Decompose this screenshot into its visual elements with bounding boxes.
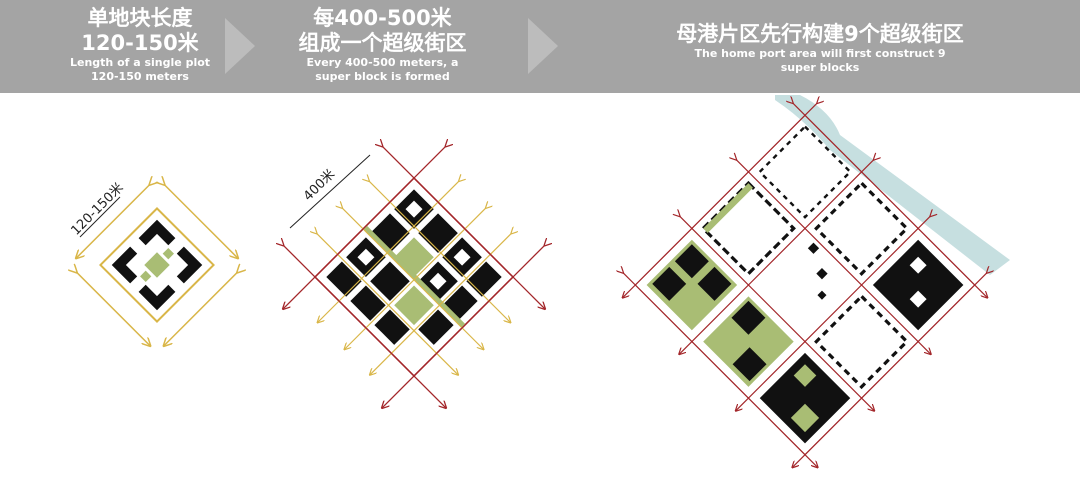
dimension-line	[79, 196, 121, 238]
dimension-line	[289, 154, 371, 229]
step-2-title: 每400-500米	[313, 6, 452, 30]
step-3-title: 母港片区先行构建9个超级街区	[676, 22, 964, 46]
step-3-subtitle: The home port area will first construct …	[694, 47, 946, 60]
step-1-title: 单地块长度	[87, 6, 193, 30]
home-port-diagram	[610, 95, 1010, 480]
plot-dimension-label: 120-150米	[68, 180, 126, 238]
super-block-dimension-label: 400米	[301, 167, 338, 204]
step-1-subtitle-2: 120-150 meters	[91, 70, 189, 83]
step-3-caption: 母港片区先行构建9个超级街区 The home port area will f…	[620, 22, 1020, 75]
chevron-right-icon	[528, 18, 558, 74]
step-1-title-2: 120-150米	[81, 31, 199, 55]
diagram-canvas: 120-150米 400米	[0, 95, 1010, 484]
step-1-subtitle: Length of a single plot	[69, 56, 211, 69]
single-plot-diagram	[69, 177, 244, 352]
step-2-caption: 每400-500米 组成一个超级街区 Every 400-500 meters,…	[270, 6, 495, 84]
step-2-subtitle-2: super block is formed	[315, 70, 450, 83]
super-block-diagram	[251, 114, 576, 439]
step-2-subtitle: Every 400-500 meters, a	[306, 56, 459, 69]
chevron-right-icon	[225, 18, 255, 74]
step-3-subtitle-2: super blocks	[780, 61, 860, 74]
step-1-caption: 单地块长度 120-150米 Length of a single plot 1…	[40, 6, 240, 84]
step-2-title-2: 组成一个超级街区	[298, 31, 467, 55]
